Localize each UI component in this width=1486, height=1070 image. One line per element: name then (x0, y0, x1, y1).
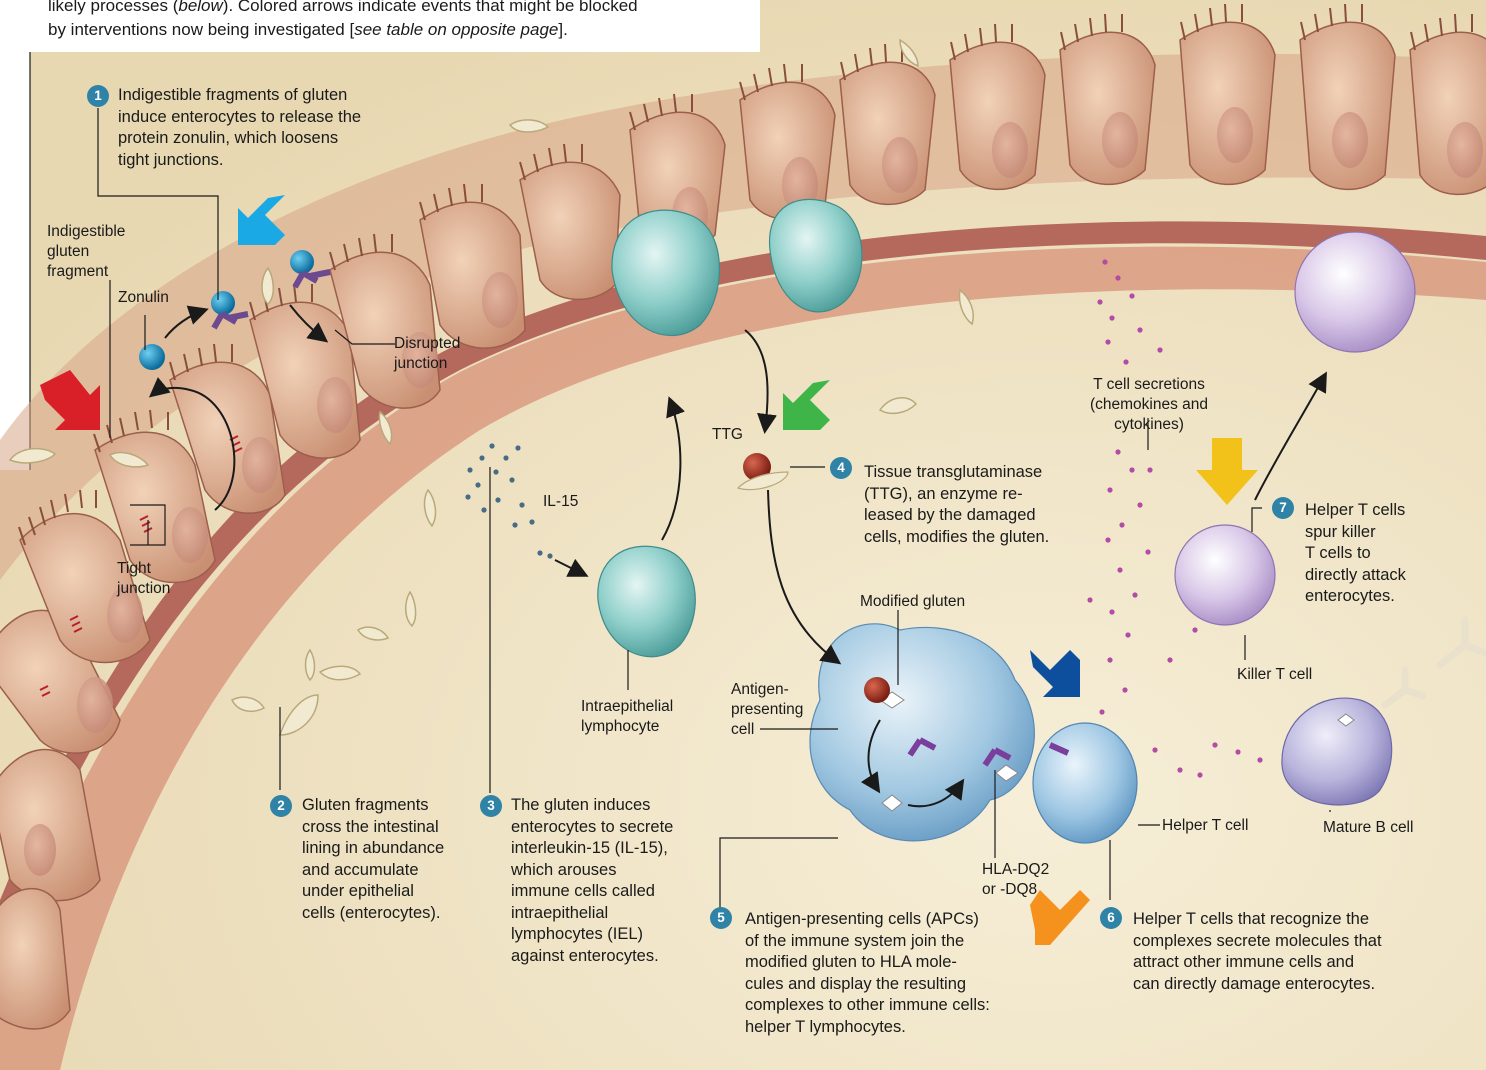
label-modified-gluten: Modified gluten (860, 592, 965, 612)
step-1-text: Indigestible fragments of gluten induce … (118, 85, 361, 171)
label-il15: IL-15 (543, 492, 578, 512)
killer-t-cell (1175, 525, 1275, 625)
purple-cell (1295, 232, 1415, 352)
step-5-badge: 5 (710, 907, 732, 929)
label-iel: Intraepithelial lymphocyte (581, 697, 673, 737)
step-7-badge: 7 (1272, 497, 1294, 519)
step-3-text: The gluten induces enterocytes to secret… (511, 795, 673, 967)
label-helper-t-cell: Helper T cell (1162, 816, 1248, 836)
step-3-badge: 3 (480, 795, 502, 817)
step-4-badge: 4 (830, 457, 852, 479)
step-2-text: Gluten fragments cross the intestinal li… (302, 795, 444, 924)
step-1-badge: 1 (87, 85, 109, 107)
label-t-cell-secretions: T cell secretions (chemokines and cytoki… (1079, 375, 1219, 435)
helper-t-cell (1033, 723, 1137, 843)
label-killer-t-cell: Killer T cell (1237, 665, 1312, 685)
label-hla: HLA-DQ2 or -DQ8 (982, 860, 1049, 900)
label-gluten-fragment: Indigestible gluten fragment (47, 222, 125, 282)
label-apc: Antigen- presenting cell (731, 680, 803, 740)
step-6-text: Helper T cells that recognize the comple… (1133, 909, 1382, 995)
step-6-badge: 6 (1100, 907, 1122, 929)
label-ttg: TTG (712, 425, 743, 445)
step-5-text: Antigen-presenting cells (APCs) of the i… (745, 909, 990, 1038)
label-tight-junction: Tight junction (117, 559, 170, 599)
intro-text: likely processes (below). Colored arrows… (48, 0, 748, 42)
step-7-text: Helper T cells spur killer T cells to di… (1305, 500, 1406, 608)
step-4-text: Tissue transglutaminase (TTG), an enzyme… (864, 462, 1049, 548)
step-2-badge: 2 (270, 795, 292, 817)
label-mature-b-cell: Mature B cell (1323, 818, 1413, 838)
label-zonulin: Zonulin (118, 288, 169, 308)
label-disrupted-junction: Disrupted junction (394, 334, 460, 374)
